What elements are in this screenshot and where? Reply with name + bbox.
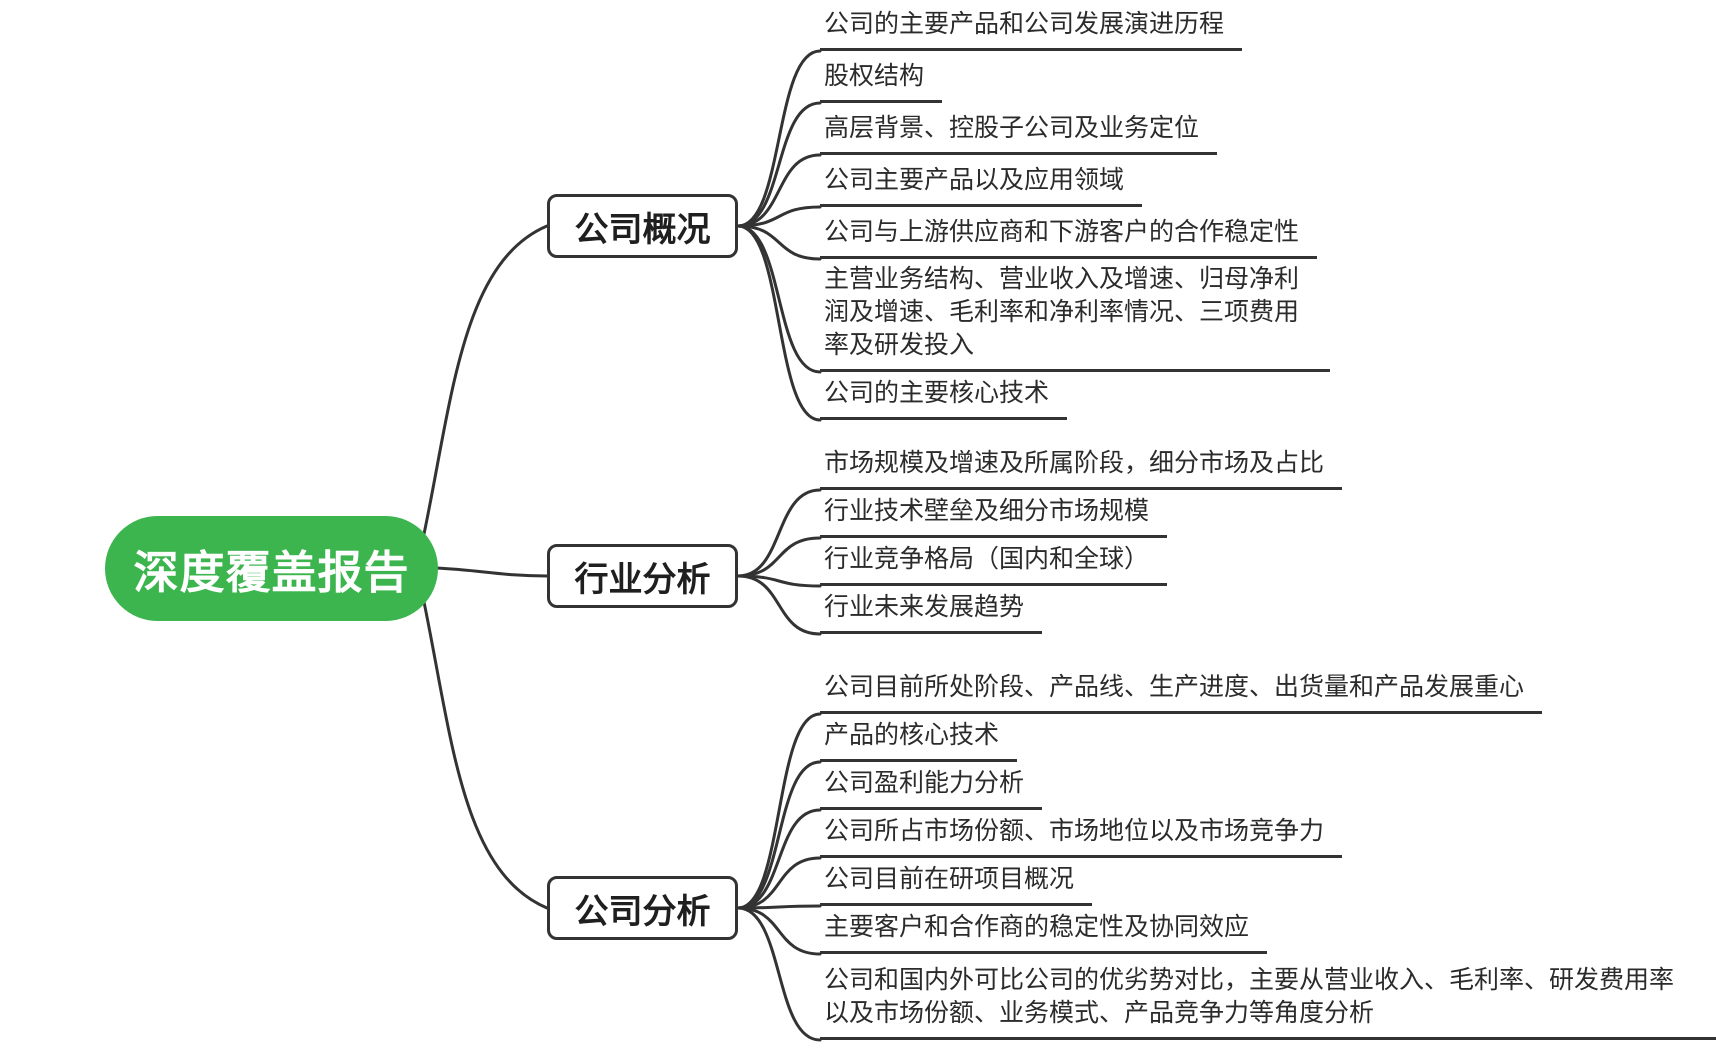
leaf-node[interactable]: 公司与上游供应商和下游客户的合作稳定性 xyxy=(820,216,1318,259)
connector-leaf xyxy=(736,224,822,261)
connector-root-branch3 xyxy=(422,600,549,910)
connector-leaf xyxy=(736,153,822,228)
leaf-node[interactable]: 产品的核心技术 xyxy=(820,719,1018,762)
leaf-node[interactable]: 股权结构 xyxy=(820,60,943,103)
leaf-node[interactable]: 行业技术壁垒及细分市场规模 xyxy=(820,495,1168,538)
leaf-node[interactable]: 行业未来发展趋势 xyxy=(820,591,1043,634)
branch-node-label: 行业分析 xyxy=(574,560,711,599)
leaf-node[interactable]: 公司所占市场份额、市场地位以及市场竞争力 xyxy=(820,815,1343,858)
connector-leaf xyxy=(736,224,822,422)
leaf-node[interactable]: 行业竞争格局（国内和全球） xyxy=(820,543,1168,586)
connector-leaf xyxy=(736,101,822,228)
branch-node-company-analysis[interactable]: 公司分析 xyxy=(547,876,738,940)
branch-node-label: 公司分析 xyxy=(574,892,711,931)
leaf-node[interactable]: 公司目前在研项目概况 xyxy=(820,863,1093,906)
connector-leaf xyxy=(736,808,822,910)
connector-leaf xyxy=(736,906,822,1042)
connector-root-branch1 xyxy=(422,224,549,536)
leaf-node[interactable]: 公司盈利能力分析 xyxy=(820,767,1043,810)
leaf-node[interactable]: 公司和国内外可比公司的优劣势对比，主要从营业收入、毛利率、研发费用率以及市场份额… xyxy=(820,964,1716,1040)
connector-leaf xyxy=(736,856,822,910)
connector-root-branch2 xyxy=(434,566,549,578)
connector-leaf xyxy=(736,712,822,910)
connector-leaf xyxy=(736,205,822,228)
leaf-node[interactable]: 高层背景、控股子公司及业务定位 xyxy=(820,112,1218,155)
leaf-node[interactable]: 公司的主要产品和公司发展演进历程 xyxy=(820,8,1243,51)
root-node-label: 深度覆盖报告 xyxy=(133,547,410,598)
leaf-node[interactable]: 主要客户和合作商的稳定性及协同效应 xyxy=(820,911,1268,954)
leaf-node[interactable]: 市场规模及增速及所属阶段，细分市场及占比 xyxy=(820,447,1343,490)
connector-leaf xyxy=(736,906,822,956)
root-node[interactable]: 深度覆盖报告 xyxy=(105,516,438,621)
connector-leaf xyxy=(736,574,822,636)
branch-node-industry-analysis[interactable]: 行业分析 xyxy=(547,544,738,608)
leaf-node[interactable]: 公司主要产品以及应用领域 xyxy=(820,164,1143,207)
connector-leaf xyxy=(736,488,822,578)
connector-leaf xyxy=(736,760,822,910)
connector-leaf xyxy=(736,224,822,374)
leaf-node[interactable]: 公司目前所处阶段、产品线、生产进度、出货量和产品发展重心 xyxy=(820,671,1543,714)
connector-leaf xyxy=(736,49,822,228)
connector-leaf xyxy=(736,536,822,578)
branch-node-company-overview[interactable]: 公司概况 xyxy=(547,194,738,258)
leaf-node[interactable]: 主营业务结构、营业收入及增速、归母净利润及增速、毛利率和净利率情况、三项费用率及… xyxy=(820,263,1330,372)
branch-node-label: 公司概况 xyxy=(574,210,711,249)
leaf-node[interactable]: 公司的主要核心技术 xyxy=(820,377,1068,420)
